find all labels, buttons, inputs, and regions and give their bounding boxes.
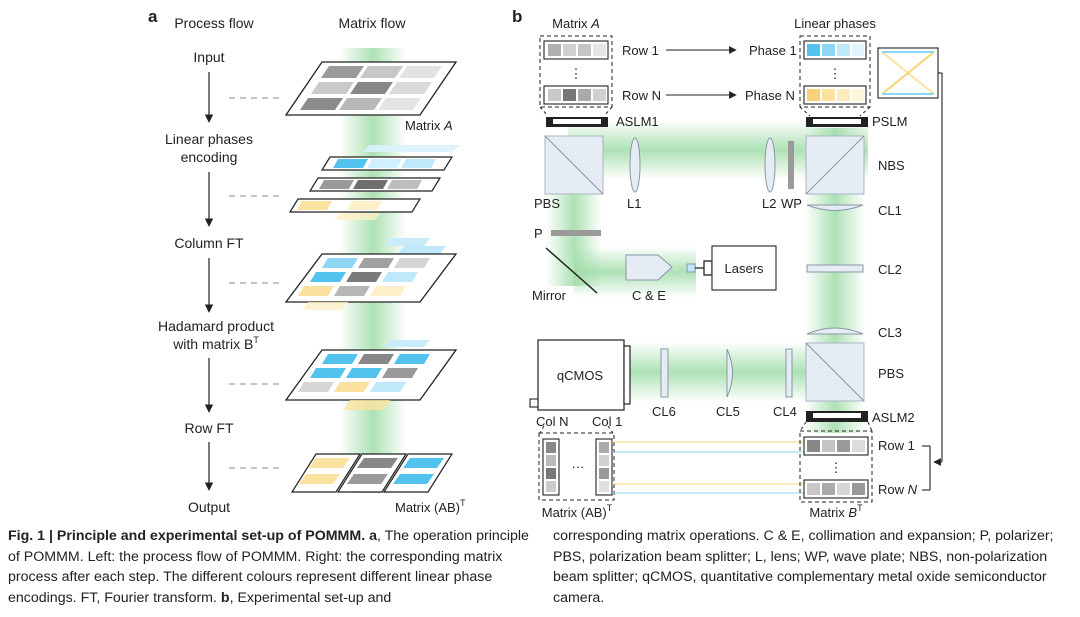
column-ft-plane bbox=[284, 238, 458, 310]
lens-cl5-label: CL5 bbox=[716, 404, 740, 419]
step-lpe-line2: encoding bbox=[181, 149, 238, 165]
step-column-ft: Column FT bbox=[174, 235, 244, 251]
matrix-a-vdots: ⋮ bbox=[570, 66, 583, 81]
lens-cl2-label: CL2 bbox=[878, 262, 902, 277]
lens-cl6-label: CL6 bbox=[652, 404, 676, 419]
nbs-label: NBS bbox=[878, 158, 905, 173]
matrix-b-box: ⋮ bbox=[799, 421, 873, 503]
lens-l1 bbox=[629, 137, 641, 193]
lens-l2 bbox=[764, 137, 776, 193]
laser-aperture bbox=[686, 263, 696, 273]
panel-a-label: a bbox=[148, 7, 158, 26]
matrix-a-title: Matrix A bbox=[552, 16, 600, 31]
lens-cl2 bbox=[806, 264, 864, 273]
caption-left: Fig. 1 | Principle and experimental set-… bbox=[8, 526, 544, 608]
step-hadamard-line1: Hadamard product bbox=[158, 318, 274, 334]
step-row-ft: Row FT bbox=[185, 420, 234, 436]
wave-plate bbox=[788, 141, 794, 189]
aslm1-label: ASLM1 bbox=[616, 114, 659, 129]
phase-n-label: Phase N bbox=[745, 88, 795, 103]
pslm-label: PSLM bbox=[872, 114, 907, 129]
mirror bbox=[545, 247, 598, 294]
phase-encoded-rows bbox=[288, 145, 460, 220]
pbs-right bbox=[805, 342, 865, 402]
step-lpe-line1: Linear phases bbox=[165, 131, 253, 147]
phase-1-label: Phase 1 bbox=[749, 43, 797, 58]
col-n-label: Col N bbox=[536, 414, 569, 429]
pbs-right-label: PBS bbox=[878, 366, 904, 381]
lens-cl4 bbox=[785, 348, 793, 398]
mirror-label: Mirror bbox=[532, 288, 567, 303]
lasers-label: Lasers bbox=[724, 261, 764, 276]
row-1-bottom-label: Row 1 bbox=[878, 438, 915, 453]
step-hadamard-line2: with matrix BT bbox=[172, 335, 259, 352]
lens-cl3 bbox=[806, 327, 864, 335]
pbs-left bbox=[544, 135, 604, 195]
aslm2 bbox=[806, 411, 868, 422]
caption-right-text: corresponding matrix operations. C & E, … bbox=[553, 528, 1054, 606]
row-1-label: Row 1 bbox=[622, 43, 659, 58]
lens-cl5 bbox=[726, 348, 733, 398]
phases-vdots: ⋮ bbox=[829, 66, 842, 81]
caption-b-text: , Experimental set-up and bbox=[229, 589, 392, 606]
hadamard-plane bbox=[284, 340, 458, 410]
caption-a-label: a bbox=[369, 528, 377, 544]
phase-ramp-box bbox=[877, 47, 939, 99]
matrix-b-title: Matrix BT bbox=[809, 503, 863, 520]
panel-b-label: b bbox=[512, 7, 522, 26]
pbs-left-label: PBS bbox=[534, 196, 560, 211]
process-flow-header: Process flow bbox=[174, 15, 254, 31]
linear-phases-box: ⋮ bbox=[799, 35, 871, 117]
aslm1 bbox=[546, 117, 608, 127]
figure-1: a Process flow Matrix flow Input Linear … bbox=[148, 7, 943, 520]
nbs bbox=[805, 135, 865, 195]
aslm2-label: ASLM2 bbox=[872, 410, 915, 425]
ce-label: C & E bbox=[632, 288, 666, 303]
output-planes bbox=[290, 453, 454, 493]
collimation-expansion bbox=[625, 254, 673, 281]
step-output: Output bbox=[188, 499, 230, 515]
qcmos-camera bbox=[529, 339, 631, 411]
matrix-ab-label: Matrix (AB)T bbox=[395, 498, 466, 515]
lens-cl3-label: CL3 bbox=[878, 325, 902, 340]
panel-b: b ⋮ Matrix A Row 1 Row N Phas bbox=[512, 7, 943, 520]
lasers-box bbox=[711, 245, 777, 291]
matrix-ab-hdots: ··· bbox=[572, 459, 585, 474]
caption-a-text: , The operation principle of POMMM. Left… bbox=[8, 528, 529, 606]
matrix-ab-box: ··· bbox=[538, 425, 615, 501]
caption-title: Fig. 1 | Principle and experimental set-… bbox=[8, 528, 366, 544]
lens-cl1 bbox=[806, 204, 864, 211]
polarizer-label: P bbox=[534, 226, 543, 241]
linear-phases-title: Linear phases bbox=[794, 16, 876, 31]
caption-b-label: b bbox=[220, 589, 230, 606]
pslm bbox=[806, 117, 868, 127]
matrix-flow-header: Matrix flow bbox=[339, 15, 407, 31]
lens-cl4-label: CL4 bbox=[773, 404, 797, 419]
matrix-a-plane bbox=[284, 61, 458, 116]
col-1-label: Col 1 bbox=[592, 414, 622, 429]
matrix-a-label: Matrix A bbox=[405, 118, 453, 133]
matrix-b-vdots: ⋮ bbox=[830, 460, 843, 475]
connection-lines bbox=[612, 441, 806, 494]
panel-a: a Process flow Matrix flow Input Linear … bbox=[148, 7, 466, 515]
qcmos-label: qCMOS bbox=[557, 368, 604, 383]
lens-l2-label: L2 bbox=[762, 196, 776, 211]
dashed-connectors bbox=[229, 97, 282, 469]
polarizer bbox=[551, 230, 601, 236]
lens-l1-label: L1 bbox=[627, 196, 641, 211]
lens-cl6 bbox=[660, 348, 669, 398]
lens-cl1-label: CL1 bbox=[878, 203, 902, 218]
matrix-a-box: ⋮ bbox=[539, 35, 613, 117]
caption-right: corresponding matrix operations. C & E, … bbox=[553, 526, 1073, 608]
row-n-label: Row N bbox=[622, 88, 661, 103]
laser-mount bbox=[703, 260, 713, 276]
row-n-bottom-label: Row N bbox=[878, 482, 918, 497]
step-input: Input bbox=[193, 49, 224, 65]
matrix-ab-title: Matrix (AB)T bbox=[542, 503, 613, 520]
wave-plate-label: WP bbox=[781, 196, 802, 211]
